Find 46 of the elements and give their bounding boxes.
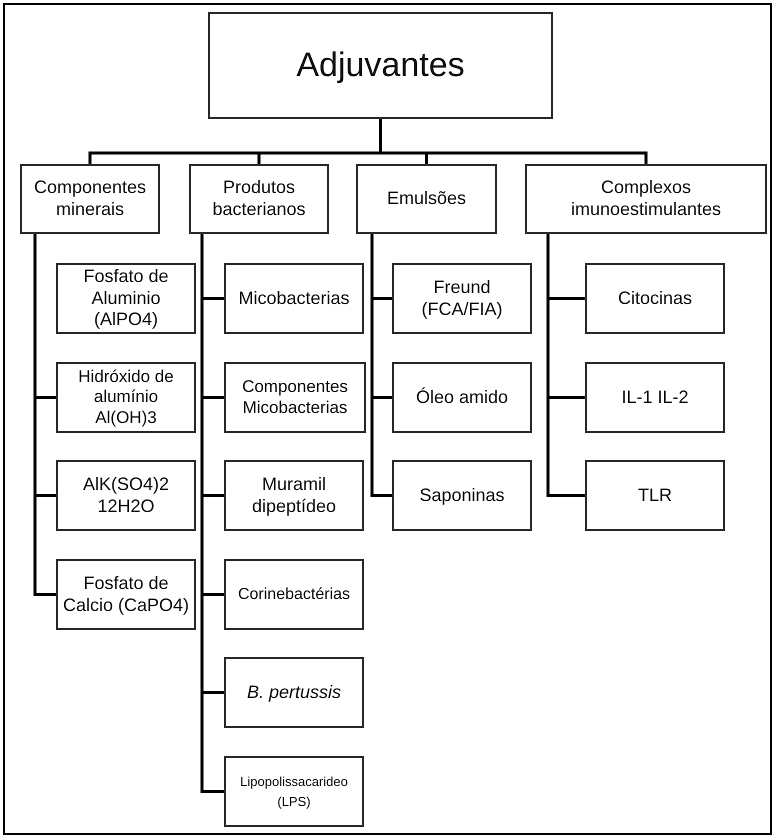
node-label: Emulsões [386, 188, 468, 210]
node-label: Micobacterias [237, 288, 351, 310]
node-label: Lipopolissacarideo (LPS) [239, 773, 349, 811]
node-label: AlK(SO4)2 12H2O [82, 474, 170, 518]
node-label: Corinebactérias [236, 584, 352, 604]
connector-line [379, 119, 648, 164]
category-box [56, 362, 196, 433]
root-box [208, 12, 553, 119]
node-label: Óleo amido [414, 386, 510, 408]
category-box [224, 559, 364, 630]
connector-line [34, 234, 56, 596]
category-box [224, 657, 364, 728]
connector-line [370, 234, 392, 497]
node-label: Fosfato de Aluminio (AlPO4) [82, 266, 170, 331]
node-label: Complexos imunoestimulantes [570, 177, 722, 221]
node-label: Produtos bacterianos [211, 177, 307, 221]
category-box [525, 164, 767, 234]
category-box [585, 263, 725, 334]
node-label: Saponinas [418, 484, 506, 506]
category-box [224, 460, 364, 531]
category-box [585, 460, 725, 531]
node-label: Componentes Micobacterias [241, 377, 349, 418]
node-label: TLR [636, 484, 673, 506]
node-label: Fosfato de Calcio (CaPO4) [62, 572, 190, 616]
category-box [224, 263, 364, 334]
category-box [224, 362, 366, 433]
node-label: Componentes minerais [32, 177, 148, 221]
category-box [189, 164, 329, 234]
category-box [392, 362, 532, 433]
connector-line [546, 234, 585, 497]
category-box [585, 362, 725, 433]
category-box [356, 164, 497, 234]
category-box [392, 263, 532, 334]
category-box [56, 460, 196, 531]
category-box [224, 756, 364, 827]
node-label: Adjuvantes [295, 45, 466, 86]
category-box [56, 559, 196, 630]
node-label: B. pertussis [246, 682, 342, 704]
node-label: Muramil dipeptídeo [250, 474, 338, 518]
category-box [20, 164, 160, 234]
node-label: Citocinas [616, 288, 694, 310]
node-label: Hidróxido de alumínio Al(OH)3 [77, 366, 175, 428]
node-label: IL-1 IL-2 [620, 386, 690, 408]
category-box [392, 460, 532, 531]
node-label: Freund (FCA/FIA) [420, 276, 504, 320]
category-box [56, 263, 196, 334]
